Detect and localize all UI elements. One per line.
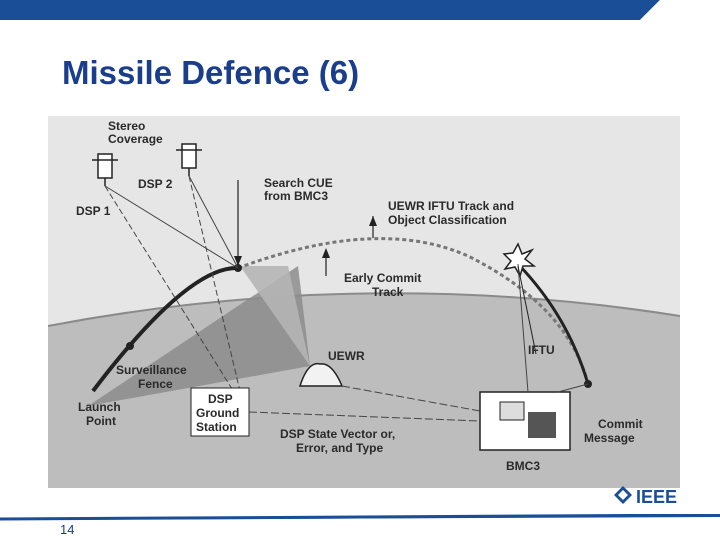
uewr-label: UEWR	[328, 349, 365, 363]
bmc3-label: BMC3	[506, 459, 540, 473]
bmc3-box	[479, 391, 571, 451]
bmc3-operator-icon	[528, 412, 556, 438]
dsp1-label: DSP 1	[76, 204, 111, 218]
trajectory-iftu	[516, 262, 590, 385]
uewr-radar-icon	[298, 362, 344, 387]
surveillance-fence-cone	[88, 266, 310, 406]
top-header-bar	[0, 0, 720, 20]
dsp-state-vector-label: DSP State Vector or,Error, and Type	[280, 427, 395, 455]
dsp1-satellite-icon	[92, 153, 118, 186]
intercept-burst-icon	[502, 242, 537, 278]
dsp2-label: DSP 2	[138, 177, 173, 191]
iftu-label: IFTU	[528, 343, 555, 357]
slide-title: Missile Defence (6)	[62, 54, 360, 91]
bmc3-computer-icon	[499, 401, 525, 421]
ieee-logo-text: IEEE	[636, 487, 677, 507]
trajectory-boost	[91, 265, 239, 393]
page-number: 14	[60, 522, 75, 537]
surveillance-point	[126, 342, 134, 350]
ieee-diamond-icon: IEEE	[614, 486, 677, 507]
trajectory-midcourse	[237, 237, 590, 385]
ieee-logo: IEEE	[612, 482, 692, 512]
uewr-radar-beam	[240, 266, 310, 366]
dsp-ground-station-box	[190, 387, 250, 437]
footer-bar	[0, 514, 720, 540]
dsp2-satellite-icon	[176, 143, 202, 176]
